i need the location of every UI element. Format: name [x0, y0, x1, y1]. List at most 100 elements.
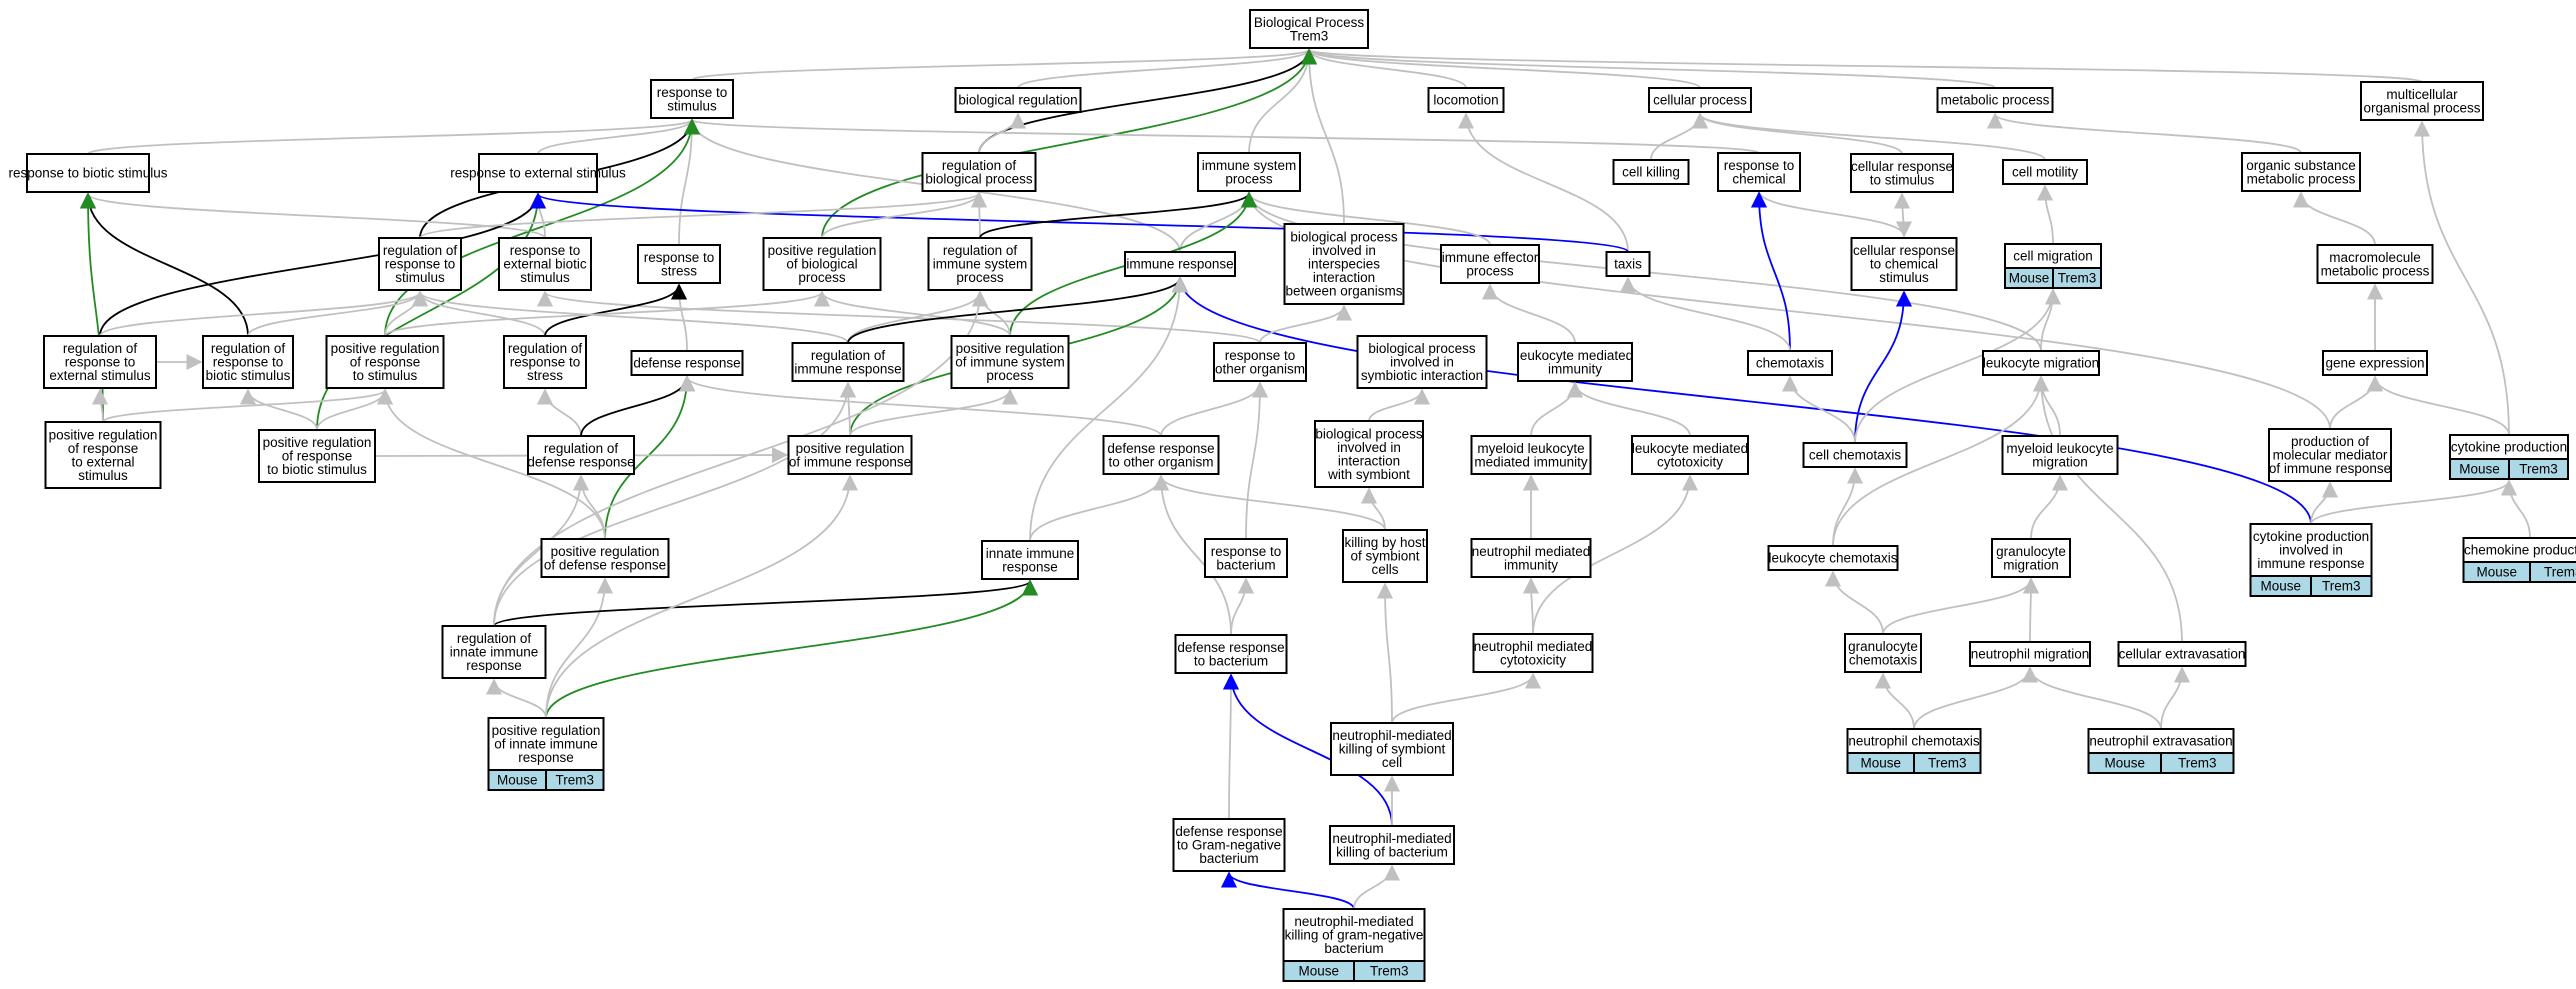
go-term-node-ck[interactable]: cell killing	[1612, 159, 1690, 185]
go-term-node-chem[interactable]: chemotaxis	[1747, 350, 1833, 376]
edge-prres-to-rres	[91, 388, 109, 423]
term-box	[1612, 159, 1690, 185]
edge-drto-to-rto	[1160, 381, 1269, 437]
term-label-line: metabolic process	[1941, 93, 2050, 108]
term-label-line: biotic stimulus	[206, 368, 291, 383]
go-term-node-tax[interactable]: taxis	[1605, 251, 1651, 277]
term-label-line: regulation of	[811, 348, 886, 363]
edge-drto-to-dr	[679, 375, 1162, 437]
go-term-node-nmig[interactable]: neutrophil migration	[1969, 641, 2091, 667]
term-label-line: biological process	[1290, 230, 1398, 245]
go-term-node-br[interactable]: biological regulation	[954, 87, 1082, 113]
term-label-line: cytotoxicity	[1657, 454, 1723, 469]
term-label-line: cell killing	[1622, 165, 1680, 180]
go-term-node-lchem[interactable]: leukocyte chemotaxis	[1767, 545, 1899, 571]
term-label-line: of immune response	[2269, 461, 2391, 476]
go-term-node-mp[interactable]: metabolic process	[1936, 87, 2054, 113]
go-term-node-cchem[interactable]: cell chemotaxis	[1802, 442, 1908, 468]
term-label-line: process	[1225, 171, 1273, 186]
edge-nmc-to-nmi	[1522, 577, 1540, 635]
go-term-node-cext[interactable]: cellular extravasation	[2117, 641, 2247, 667]
term-box	[2087, 728, 2235, 754]
term-label-line: killing of bacterium	[1336, 844, 1448, 859]
go-term-node-dr[interactable]: defense response	[630, 350, 744, 376]
go-term-node-cmot[interactable]: cell motility	[2002, 159, 2088, 185]
term-label-line: neutrophil mediated	[1474, 639, 1593, 654]
go-term-node-loc[interactable]: locomotion	[1427, 87, 1505, 113]
term-label-line: killing of gram-negative	[1285, 928, 1424, 943]
go-term-node-cp[interactable]: cellular process	[1648, 87, 1752, 113]
term-box	[2117, 641, 2247, 667]
go-term-node-gexp[interactable]: gene expression	[2322, 350, 2428, 376]
go-term-node-ir[interactable]: immune response	[1124, 251, 1236, 277]
edge-nmkgn-to-nmkb	[1353, 864, 1401, 910]
go-term-node-rbs[interactable]: response to biotic stimulus	[8, 153, 168, 193]
edge-next-to-cext	[2160, 666, 2191, 730]
term-label-line: Biological Process	[1254, 15, 1365, 30]
go-term-node-res[interactable]: response to external stimulus	[450, 153, 626, 193]
go-term-node-lmig[interactable]: leukocyte migration	[1982, 350, 2100, 376]
edge-pmm-to-isp	[1241, 191, 2331, 430]
term-box	[1440, 244, 1540, 284]
edge-nmks-to-khsc	[1376, 582, 1394, 724]
